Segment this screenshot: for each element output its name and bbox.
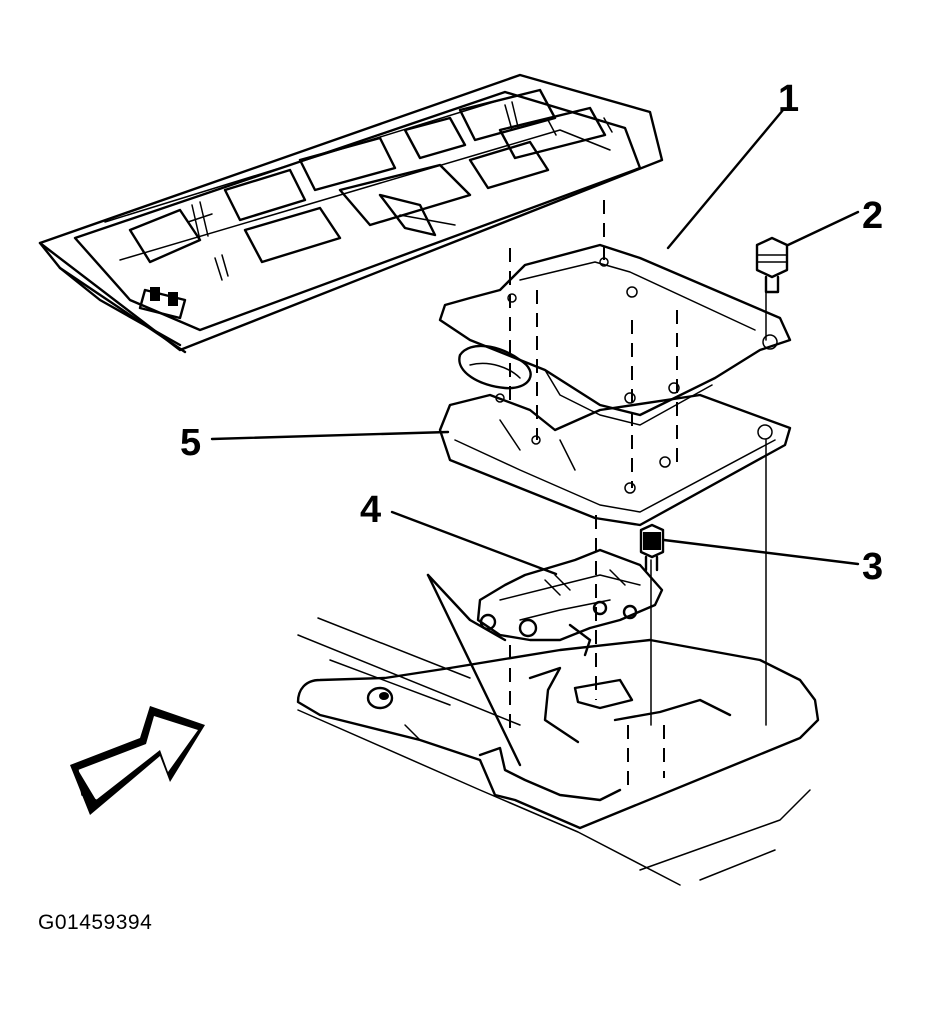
callout-3: 3 [862, 546, 883, 588]
figure-id: G01459394 [38, 911, 153, 934]
callout-5: 5 [180, 422, 201, 464]
alignment-lines [509, 248, 767, 790]
callout-leaders [210, 108, 860, 576]
callout-1: 1 [778, 78, 799, 120]
indicator-line [426, 573, 522, 767]
bolt-2-icon [755, 236, 789, 294]
indicator-line [426, 573, 507, 642]
overhead-console-housing [38, 73, 664, 354]
roof-panel [296, 617, 820, 886]
front-direction-arrow-icon [70, 706, 205, 815]
callout-4: 4 [360, 489, 381, 531]
callout-2: 2 [862, 195, 883, 237]
bolt-3-icon [639, 523, 665, 572]
upper-bracket-plate [438, 243, 792, 426]
latch-mechanism [476, 548, 664, 657]
lower-bracket-plate [438, 393, 792, 527]
